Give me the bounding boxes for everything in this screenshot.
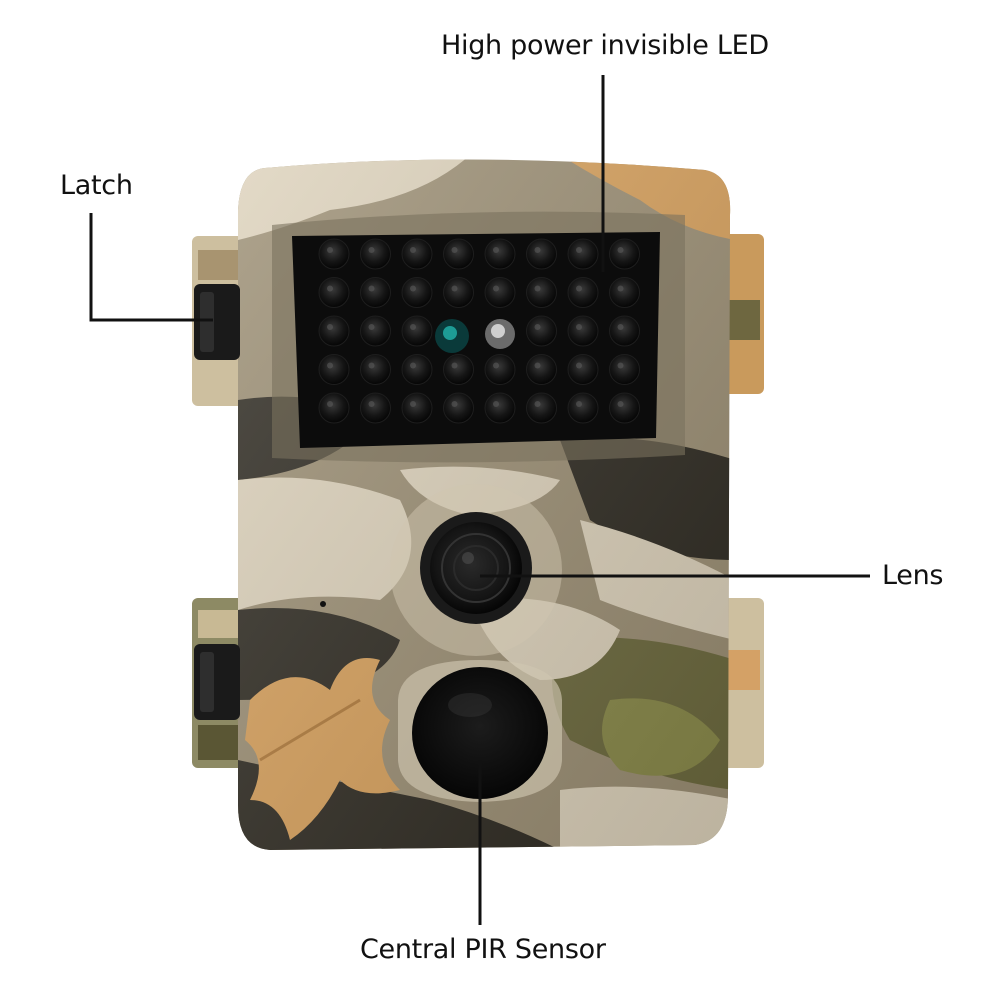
ir-led-icon <box>318 238 350 270</box>
ir-led-highlight <box>576 247 582 253</box>
left-strap-tabs <box>192 236 244 768</box>
ir-led-icon <box>360 238 391 270</box>
ir-led-icon <box>443 392 474 424</box>
ir-led-icon <box>526 354 557 385</box>
ir-led-icon <box>526 392 557 424</box>
ir-led-highlight <box>368 247 375 253</box>
ir-led-highlight <box>534 247 541 253</box>
ir-led-highlight <box>327 285 333 292</box>
ir-led-highlight <box>617 285 624 292</box>
ir-led-highlight <box>493 362 499 369</box>
ir-led-icon <box>526 277 557 308</box>
ir-led-icon <box>401 238 433 270</box>
ir-led-icon <box>360 392 391 424</box>
ir-led-icon <box>443 277 474 308</box>
ir-led-icon <box>567 238 599 270</box>
ir-led-icon <box>360 354 391 385</box>
ir-led-icon <box>484 392 516 424</box>
ir-led-highlight <box>534 362 541 369</box>
label-high-power-invisible-led: High power invisible LED <box>441 30 769 61</box>
leader-lines <box>89 75 870 925</box>
ir-led-icon <box>567 354 599 385</box>
ir-led-highlight <box>410 247 416 253</box>
ir-led-highlight <box>368 401 375 407</box>
ir-led-icon <box>609 315 640 347</box>
ir-led-icon <box>360 277 391 308</box>
left-latches <box>194 284 240 720</box>
ir-led-icon <box>318 277 350 308</box>
ir-led-icon <box>443 238 474 270</box>
ir-led-highlight <box>327 401 333 407</box>
ir-led-icon <box>401 354 433 385</box>
ir-led-highlight <box>617 362 624 369</box>
ir-led-icon <box>484 354 516 385</box>
ir-led-highlight <box>534 324 541 330</box>
ir-led-icon <box>609 238 640 270</box>
ir-led-icon <box>609 392 640 424</box>
label-lens: Lens <box>882 560 944 591</box>
ir-led-highlight <box>451 285 458 292</box>
ir-led-highlight <box>493 247 499 253</box>
ir-led-highlight <box>410 401 416 407</box>
ir-led-highlight <box>451 362 458 369</box>
ir-led-icon <box>318 354 350 385</box>
ir-led-icon <box>567 392 599 424</box>
ir-led-icon <box>609 277 640 308</box>
ir-led-highlight <box>576 362 582 369</box>
pir-sensor <box>398 660 562 802</box>
ir-led-icon <box>484 277 516 308</box>
ir-led-icon <box>609 354 640 385</box>
ir-led-highlight <box>493 401 499 407</box>
ir-led-icon <box>526 238 557 270</box>
ir-led-panel <box>272 211 685 463</box>
ir-led-highlight <box>410 362 416 369</box>
ir-led-highlight <box>534 401 541 407</box>
ir-led-icon <box>567 277 599 308</box>
ir-led-icon <box>401 392 433 424</box>
ir-led-highlight <box>368 362 375 369</box>
ir-led-highlight <box>493 285 499 292</box>
led-grid <box>318 238 640 424</box>
ir-led-highlight <box>327 324 333 330</box>
ir-led-icon <box>318 315 350 347</box>
ir-led-highlight <box>576 401 582 407</box>
ir-led-icon <box>526 315 557 347</box>
ir-led-highlight <box>617 247 624 253</box>
ir-led-highlight <box>451 247 458 253</box>
ir-led-highlight <box>410 324 416 330</box>
ir-led-highlight <box>576 285 582 292</box>
leader-line-latch <box>89 213 213 322</box>
ir-led-highlight <box>327 247 333 253</box>
ir-led-icon <box>567 315 599 347</box>
ir-led-highlight <box>617 401 624 407</box>
ir-led-highlight <box>368 285 375 292</box>
ir-led-highlight <box>368 324 375 330</box>
ir-led-highlight <box>617 324 624 330</box>
ir-led-icon <box>443 354 474 385</box>
ir-led-highlight <box>534 285 541 292</box>
ir-led-icon <box>318 392 350 424</box>
ir-led-highlight <box>327 362 333 369</box>
ir-led-highlight <box>451 401 458 407</box>
microphone-hole <box>320 601 326 607</box>
camera-lens <box>390 484 562 656</box>
ir-led-highlight <box>410 285 416 292</box>
label-latch: Latch <box>60 170 133 201</box>
ir-led-icon <box>401 315 433 347</box>
ir-led-icon <box>401 277 433 308</box>
ir-led-icon <box>360 315 391 347</box>
ir-led-highlight <box>576 324 582 330</box>
ir-led-icon <box>484 238 516 270</box>
label-central-pir-sensor: Central PIR Sensor <box>360 934 606 965</box>
